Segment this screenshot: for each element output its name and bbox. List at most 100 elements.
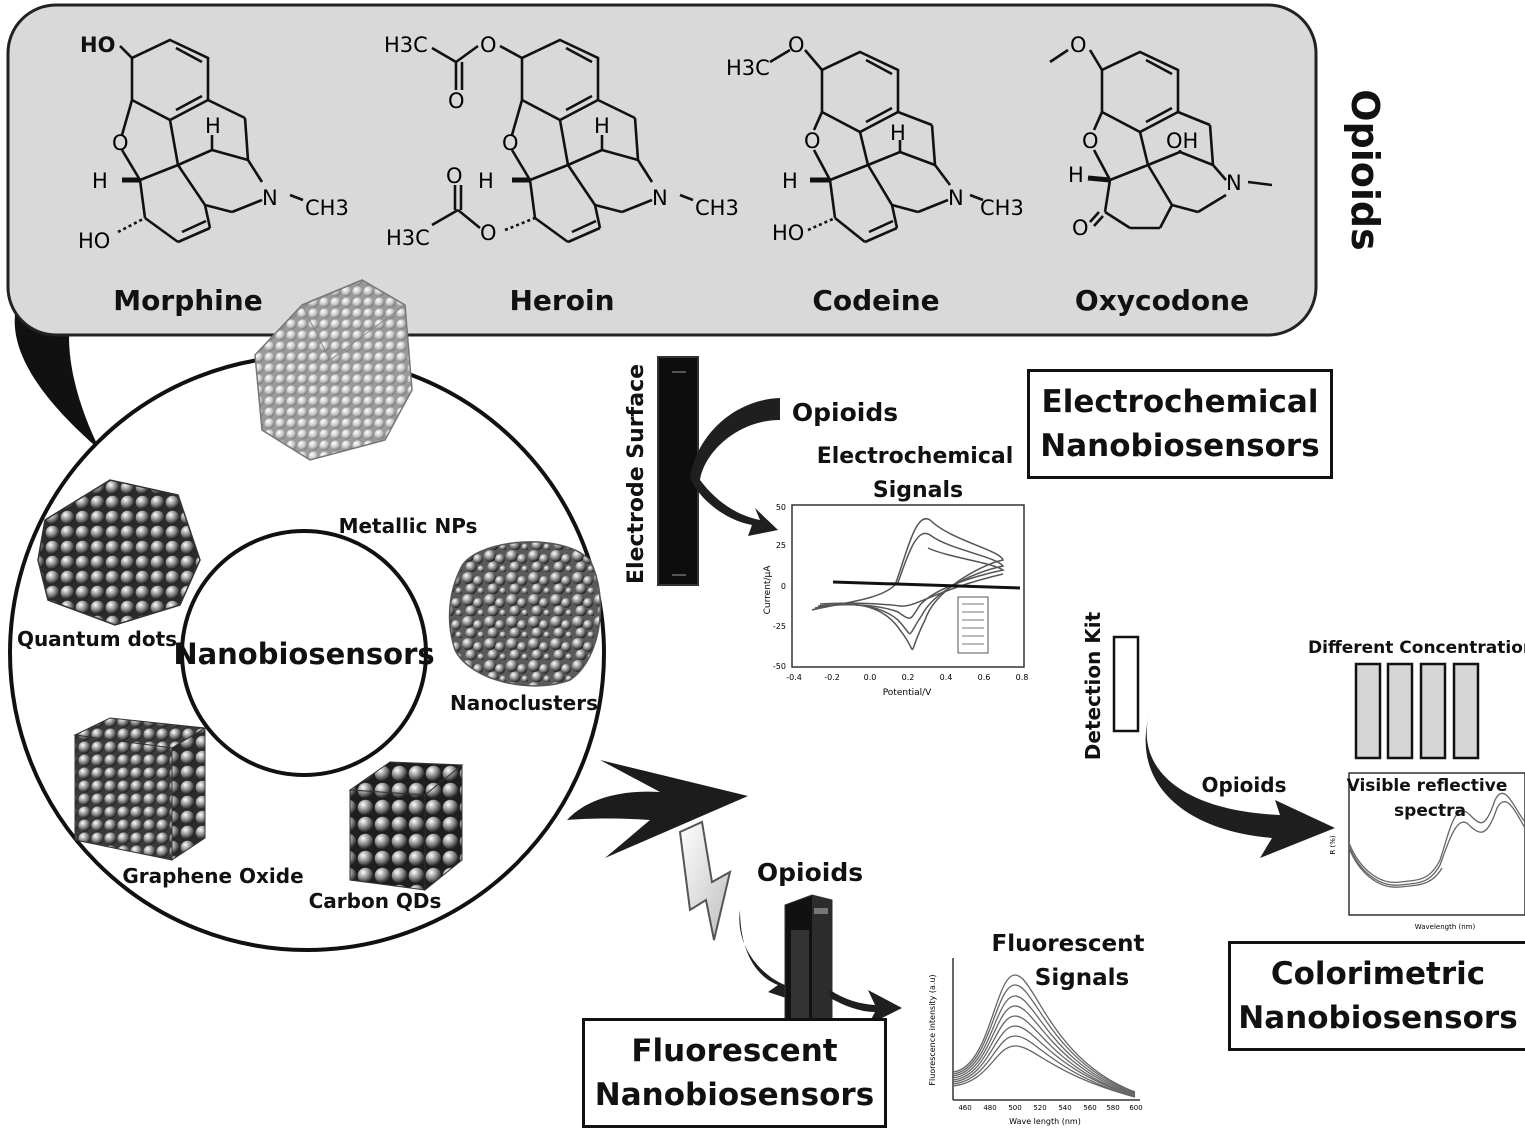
cv-ytick-5: -50 [773,662,786,671]
codeine-atom-5: H [890,121,906,145]
codeine-atom-2: O [788,33,805,57]
tube-1 [1354,662,1382,760]
heroin-atom-7: N [652,186,668,210]
opioids-side-label: Opioids [1343,89,1387,250]
color-analyte-label: Opioids [1202,773,1287,797]
carbon-qds-label: Carbon QDs [309,889,442,913]
opioids-panel-background [6,3,1318,337]
heroin-structure [431,38,694,244]
oxycodone-atom-1: O [1070,33,1087,57]
electrochemical-box-line-2: Nanobiosensors [1040,428,1320,464]
heroin-atom-4: O [502,131,519,155]
heroin-label: Heroin [510,284,615,317]
colorimetric-box-line-1: Colorimetric [1270,956,1486,992]
heroin-atom-9: O [446,164,463,188]
cv-ytick-2: 25 [776,541,786,550]
lightning-bolt-icon [678,820,732,941]
heroin-atom-10: H3C [386,226,430,250]
detection-kit-label: Detection Kit [1081,611,1105,760]
fluor-xtick-4: 520 [1033,1104,1046,1112]
heroin-atom-3: O [448,89,465,113]
cv-xtick-4: 0.2 [902,673,915,682]
fluorescent-box-line-2: Nanobiosensors [594,1077,875,1113]
fluor-xtick-7: 580 [1106,1104,1119,1112]
fluor-xtick-6: 560 [1083,1104,1096,1112]
fluor-signal-label-2: Signals [1035,965,1129,991]
quantum-dots-graphic [37,479,201,626]
cv-ytick-3: 0 [781,582,786,591]
morphine-structure [117,38,304,244]
nanobiosensors-center-label: Nanobiosensors [173,637,434,671]
codeine-structure [769,48,984,244]
main-output-arrow [567,760,748,858]
color-curved-arrow [1145,712,1335,858]
cv-ylabel: Current/μA [763,565,773,615]
fluor-xtick-3: 500 [1008,1104,1021,1112]
codeine-atom-8: HO [772,221,804,245]
oxycodone-atom-5: N [1226,171,1242,195]
spectra-ylabel: R (%) [1329,835,1337,854]
heroin-atom-6: H [594,114,610,138]
concentration-tubes [1354,662,1480,760]
cv-xtick-1: -0.4 [786,673,802,682]
cv-xlabel: Potential/V [883,688,932,698]
morphine-atom-4: H [205,114,221,138]
cv-xtick-5: 0.4 [940,673,953,682]
electrode-surface-label: Electrode Surface [624,364,649,584]
codeine-atom-1: H3C [726,56,770,80]
reflective-spectra-plot: Visible reflective spectra Wavelength (n… [1329,772,1525,931]
electro-curved-arrow [690,398,780,536]
nanoclusters-label: Nanoclusters [450,691,598,715]
graphene-oxide-label: Graphene Oxide [122,864,303,888]
cv-plot: 50 25 0 -25 -50 -0.4 -0.2 0.0 0.2 0.4 0.… [763,503,1028,698]
morphine-atom-3: H [92,169,108,193]
colorimetric-nanobiosensors-box: Colorimetric Nanobiosensors [1228,941,1525,1051]
codeine-label: Codeine [812,284,939,317]
quantum-dots-label: Quantum dots [17,627,177,651]
fluor-ylabel: Fluorescence intensity (a.u) [928,974,937,1085]
morphine-atom-7: HO [78,229,110,253]
morphine-atom-6: CH3 [305,196,349,220]
inner-ring [180,529,428,777]
fluorescent-section: Opioids Fluorescent Signals [678,820,1145,1126]
cv-xtick-2: -0.2 [824,673,840,682]
fluor-analyte-label: Opioids [757,858,863,887]
electrochemical-nanobiosensors-box: Electrochemical Nanobiosensors [1027,369,1333,479]
oxycodone-atom-3: OH [1166,129,1198,153]
codeine-atom-7: CH3 [980,196,1024,220]
fluor-xlabel: Wave length (nm) [1009,1117,1081,1126]
oxycodone-atom-4: H [1068,163,1084,187]
electro-analyte-label: Opioids [792,398,898,427]
cv-xtick-3: 0.0 [864,673,877,682]
detection-kit-strip [1112,635,1140,733]
codeine-atom-3: O [804,129,821,153]
cv-ytick-4: -25 [773,622,786,631]
spectra-label-1: Visible reflective [1347,776,1508,796]
oxycodone-atom-2: O [1082,129,1099,153]
cv-xtick-6: 0.6 [978,673,991,682]
heroin-atom-5: H [478,169,494,193]
opioids-panel: HO O H H N CH3 HO Morphine [6,3,1387,450]
fluor-xtick-8: 600 [1129,1104,1142,1112]
graphene-oxide-graphic [73,717,207,861]
oxycodone-structure [1049,48,1273,230]
codeine-atom-4: H [782,169,798,193]
nanomaterials-circle: Nanobiosensors Metallic NPs Quantum dots… [8,279,606,952]
cv-ytick-1: 50 [776,503,786,512]
oxycodone-label: Oxycodone [1075,284,1249,317]
nanoclusters-graphic [448,541,602,687]
fluor-signal-label-1: Fluorescent [991,931,1144,957]
tube-4 [1452,662,1480,760]
codeine-atom-6: N [948,186,964,210]
fluorescent-nanobiosensors-box: Fluorescent Nanobiosensors [582,1018,887,1128]
electro-signal-label-1: Electrochemical [817,444,1014,469]
electro-signal-label-2: Signals [873,478,963,503]
tube-3 [1419,662,1447,760]
electrode [657,356,699,586]
tube-2 [1386,662,1414,760]
morphine-atom-5: N [262,186,278,210]
heroin-atom-1: H3C [384,33,428,57]
fluorescent-box-line-1: Fluorescent [631,1033,838,1069]
cv-xtick-7: 0.8 [1016,673,1029,682]
